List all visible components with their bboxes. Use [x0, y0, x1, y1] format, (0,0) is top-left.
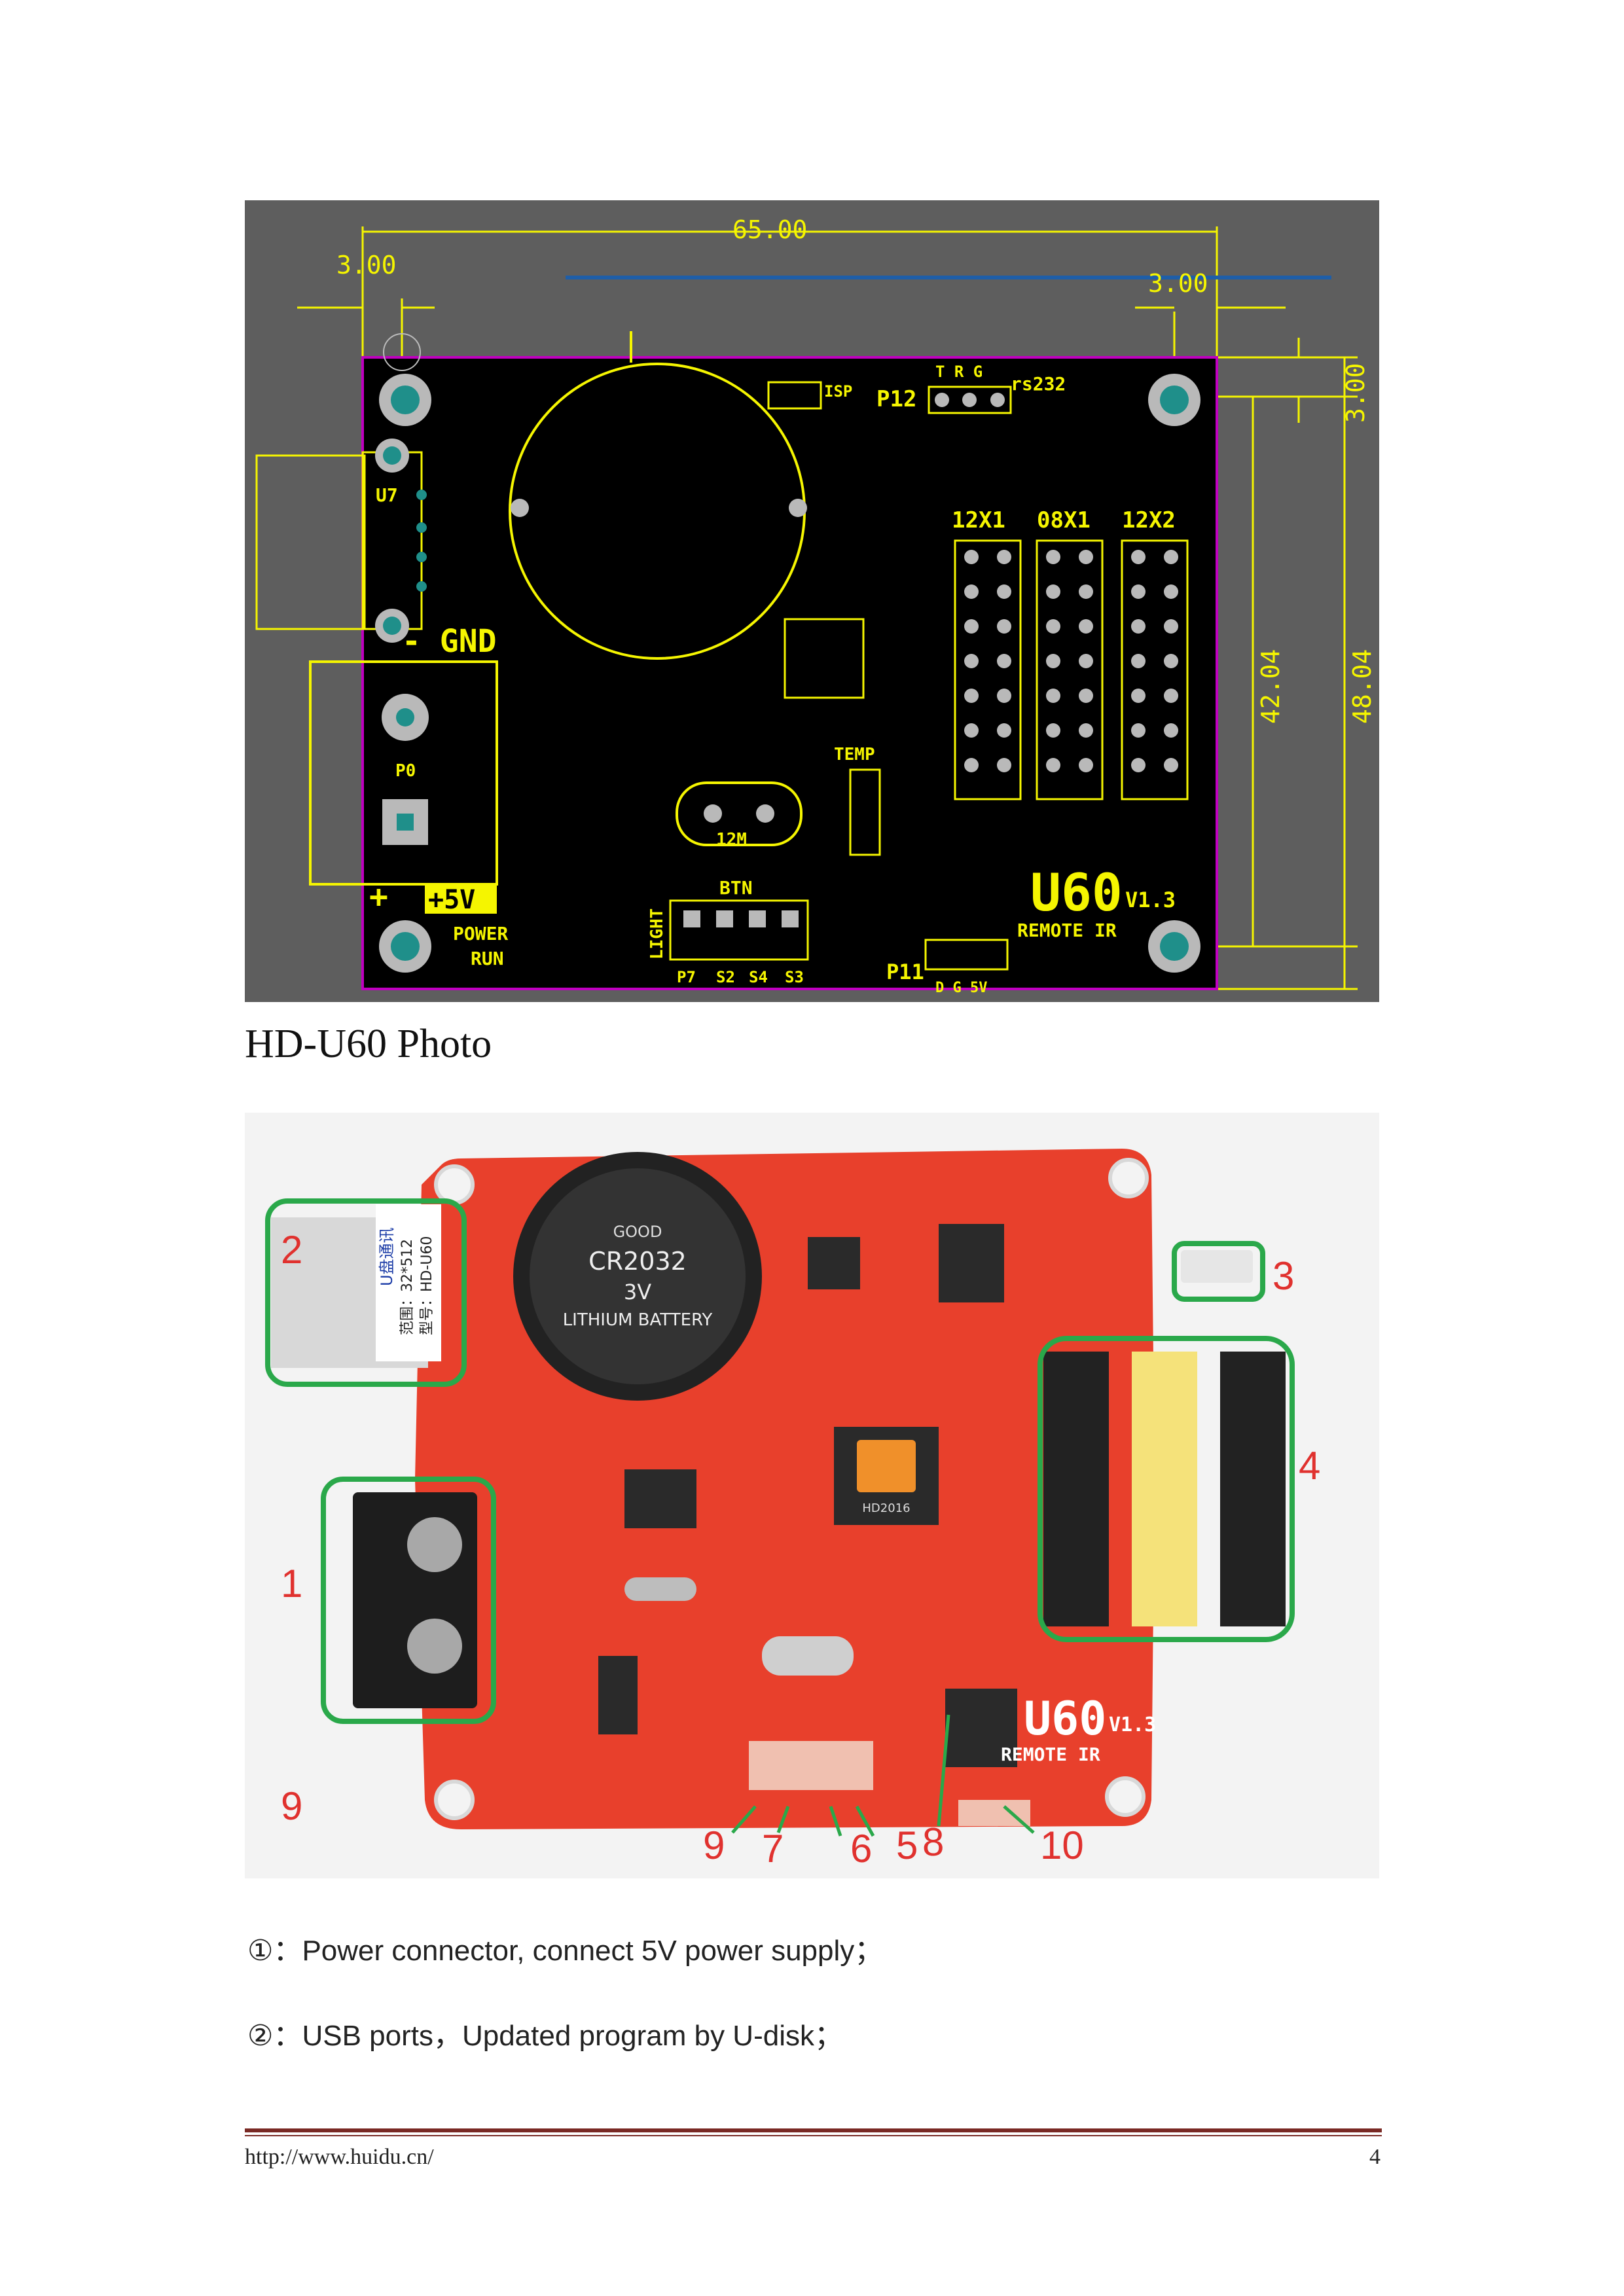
label-remote-ir: REMOTE IR [1017, 920, 1117, 941]
highlight-hub [1038, 1336, 1295, 1642]
callout-10: 10 [1040, 1823, 1084, 1867]
callout-5: 5 [896, 1823, 918, 1867]
pcb-layout-drawing: 65.00 3.00 3.00 3.00 42.04 48.04 U7 [245, 200, 1379, 1002]
page-number: 4 [1369, 2145, 1380, 2169]
label-hub-12x2: 12X2 [1122, 507, 1176, 533]
label-s2: S2 [716, 968, 735, 986]
hub-08x1-header [1132, 1352, 1197, 1626]
highlight-power [321, 1477, 496, 1724]
battery-good: GOOD [613, 1223, 662, 1241]
label-p11: P11 [886, 960, 924, 984]
label-s4: S4 [749, 968, 768, 986]
footer-rule-thin [245, 2135, 1382, 2136]
dim-top-offset: 3.00 [1341, 363, 1370, 423]
label-hub-12x1: 12X1 [952, 507, 1005, 533]
footer-rule [245, 2128, 1382, 2132]
battery-model: CR2032 [588, 1247, 687, 1276]
dim-right-offset: 3.00 [1148, 269, 1208, 298]
label-p0: P0 [395, 761, 416, 781]
battery-type: LITHIUM BATTERY [563, 1310, 713, 1330]
label-run: RUN [471, 948, 504, 969]
label-plus5v: +5V [428, 885, 475, 915]
hub-12x2-header [1220, 1352, 1286, 1626]
callout-9: 9 [281, 1784, 302, 1828]
callout-4: 4 [1299, 1444, 1320, 1488]
dim-overall-height: 48.04 [1348, 649, 1377, 724]
dim-overall-width: 65.00 [732, 215, 807, 244]
photo-remote-ir: REMOTE IR [1001, 1744, 1100, 1765]
highlight-button [1172, 1241, 1265, 1302]
board-photo-svg: GOOD CR2032 3V LITHIUM BATTERY HD2016 U盘… [245, 1113, 1379, 1878]
label-crystal: 12M [716, 830, 747, 850]
mount-holes [379, 374, 1200, 973]
callout-3: 3 [1272, 1254, 1294, 1298]
footer-url[interactable]: http://www.huidu.cn/ [245, 2145, 434, 2169]
label-version: V1.3 [1125, 888, 1176, 912]
usb-label-1: U盘通讯 [378, 1227, 396, 1286]
reset-button [1181, 1250, 1253, 1283]
label-temp: TEMP [834, 745, 875, 764]
photo-board-version: V1.3 [1109, 1713, 1156, 1736]
hub-12x1-header [1043, 1352, 1109, 1626]
callout-7: 7 [762, 1827, 784, 1871]
power-terminal [353, 1492, 477, 1708]
label-p7: P7 [677, 968, 696, 986]
description-item-1: ①：Power connector, connect 5V power supp… [247, 1935, 884, 1967]
label-gnd: - GND [402, 623, 497, 660]
label-p11-pins: D G 5V [935, 980, 987, 996]
label-hub-08x1: 08X1 [1037, 507, 1091, 533]
label-plus: + [369, 878, 388, 915]
label-u60: U60 [1030, 864, 1123, 923]
board-photo: GOOD CR2032 3V LITHIUM BATTERY HD2016 U盘… [245, 1113, 1379, 1878]
usb-label-2: 范围：32*512 [399, 1239, 416, 1335]
callout-1: 1 [281, 1562, 302, 1605]
section-title: HD-U60 Photo [245, 1022, 492, 1066]
pcb-layout-svg: 65.00 3.00 3.00 3.00 42.04 48.04 U7 [255, 215, 1377, 996]
dim-left-offset: 3.00 [336, 251, 397, 279]
battery-voltage: 3V [624, 1280, 651, 1304]
callout-6: 6 [850, 1827, 872, 1871]
label-isp: ISP [824, 382, 852, 401]
label-rs232: rs232 [1011, 373, 1066, 395]
label-btn: BTN [719, 877, 753, 899]
label-light: LIGHT [647, 908, 667, 960]
label-power: POWER [453, 923, 508, 944]
highlight-usb [265, 1198, 467, 1387]
dim-hole-spacing: 42.04 [1256, 649, 1285, 724]
photo-board-label: U60 [1024, 1692, 1106, 1746]
usb-label-3: 型号：HD-U60 [419, 1236, 435, 1335]
chip-label: HD2016 [862, 1501, 910, 1515]
callout-9-bottom: 9 [703, 1823, 725, 1867]
label-u7: U7 [376, 484, 398, 506]
label-p12-pins: T R G [935, 363, 983, 381]
label-s3: S3 [785, 968, 804, 986]
label-p12: P12 [876, 386, 916, 412]
callout-2: 2 [281, 1228, 302, 1272]
board-outline [361, 356, 1218, 990]
description-item-2: ②：USB ports，Updated program by U-disk； [247, 2020, 843, 2052]
callout-8: 8 [922, 1820, 944, 1864]
